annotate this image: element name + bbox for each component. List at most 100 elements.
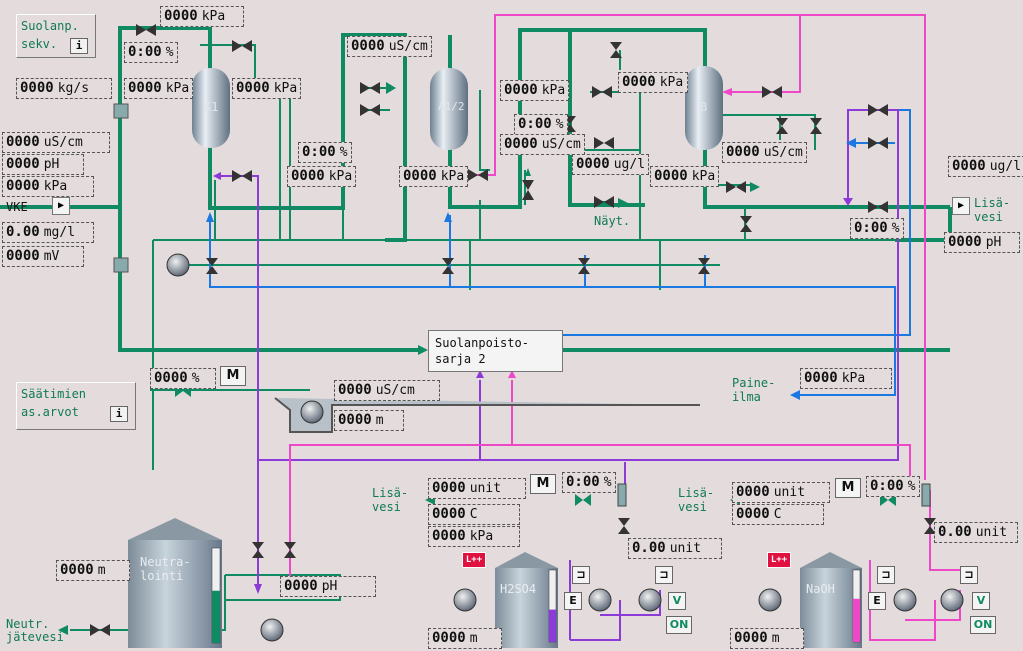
readout-value: 0000 [6, 248, 40, 264]
tank-h2so4 [495, 552, 558, 648]
vke-nav-button[interactable]: ▶ [52, 197, 70, 215]
acid-view-button[interactable]: V [668, 592, 686, 610]
nayt-label: Näyt. [594, 214, 631, 228]
neut-line2: lointi [140, 569, 184, 583]
readout-unit: unit [975, 525, 1008, 540]
vessel-k1-label: K1 [204, 100, 219, 114]
tank-naoh [800, 552, 862, 648]
readout-unit: kPa [691, 169, 716, 184]
saatimien-info-button[interactable]: i [110, 406, 128, 422]
readout-value: 0000 [432, 630, 466, 646]
readout-pct-a: 0:00% [514, 114, 568, 135]
base-on-button[interactable]: ON [970, 616, 996, 634]
acid-on-button[interactable]: ON [666, 616, 692, 634]
series-box[interactable]: Suolanpoisto- sarja 2 [428, 330, 563, 372]
readout-value: 0000 [60, 562, 94, 578]
readout-unit: m [771, 631, 780, 646]
readout-value: 0000 [6, 134, 40, 150]
water-pipes [0, 26, 952, 352]
readout-value: 0.00 [6, 224, 40, 240]
base-pipes [289, 14, 961, 641]
readout-value: 0000 [6, 178, 40, 194]
lisavesi-base-line2: vesi [678, 500, 707, 514]
manual-button-acid[interactable]: M [530, 474, 556, 494]
tank-h2so4-label: H2SO4 [500, 582, 537, 596]
readout-value: 0000 [804, 370, 838, 386]
base-toggle-2[interactable]: ⊐ [960, 566, 978, 584]
panel-saatimien-line2: as.arvot [21, 405, 79, 419]
readout-unit: m [375, 413, 384, 428]
readout-unit: pH [321, 579, 338, 594]
readout-unit: uS/cm [541, 137, 581, 152]
vessel-b-label: B [700, 100, 708, 114]
tank-neutralointi [128, 518, 222, 648]
panel-suolanp-line1: Suolanp. [21, 19, 79, 33]
readout-unit: kPa [841, 371, 866, 386]
readout-unit: m [97, 563, 106, 578]
readout-unit: kPa [43, 179, 68, 194]
vessel-k1 [192, 68, 230, 148]
acid-pipes [215, 109, 899, 641]
base-enable-button[interactable]: E [868, 592, 886, 610]
readout-value: 0000 [622, 74, 656, 90]
acid-toggle-2[interactable]: ⊐ [655, 566, 673, 584]
readout-value: 0000 [236, 80, 270, 96]
base-level-alarm: L++ [767, 552, 791, 568]
readout-value: 0000 [654, 168, 688, 184]
neutr-line2: jätevesi [6, 630, 64, 644]
readout-value: 0000 [432, 480, 466, 496]
readout-value: 0.00 [632, 540, 666, 556]
readout-unit: m [469, 631, 478, 646]
suolanp-info-button[interactable]: i [70, 38, 88, 54]
manual-button-base[interactable]: M [835, 478, 861, 498]
readout-unit: ug/l [613, 157, 646, 172]
readout-value: 0000 [154, 370, 188, 386]
readout-value: 0000 [291, 168, 325, 184]
readout-value: 0:00 [566, 474, 600, 490]
lisavesi-nav-button[interactable]: ▶ [952, 197, 970, 215]
readout-value: 0000 [164, 8, 198, 24]
paineilma-label: Paine- ilma [732, 376, 775, 404]
readout-value: 0000 [736, 506, 770, 522]
vessel-a12-label: A1/2 [438, 100, 465, 113]
readout-unit: ug/l [989, 159, 1022, 174]
readout-value: 0:00 [870, 478, 904, 494]
acid-level-alarm: L++ [462, 552, 486, 568]
acid-enable-button[interactable]: E [564, 592, 582, 610]
basin [274, 397, 700, 433]
readout-value: 0000 [726, 144, 760, 160]
readout-unit: pH [985, 235, 1002, 250]
lisavesi-base-label: Lisä- vesi [678, 486, 714, 514]
readout-value: 0000 [338, 412, 372, 428]
acid-toggle-1[interactable]: ⊐ [572, 566, 590, 584]
readout-unit: unit [469, 481, 502, 496]
tank-neutralointi-label: Neutra- lointi [140, 555, 191, 583]
readout-value: 0000 [432, 528, 466, 544]
readout-value: 0000 [432, 506, 466, 522]
readout-pct-m: 0000% [150, 368, 216, 389]
base-toggle-1[interactable]: ⊐ [877, 566, 895, 584]
base-view-button[interactable]: V [972, 592, 990, 610]
manual-button-pump[interactable]: M [220, 366, 246, 386]
neut-line1: Neutra- [140, 555, 191, 569]
lisavesi-right-line2: vesi [974, 210, 1003, 224]
panel-saatimien-line1: Säätimien [21, 387, 87, 401]
